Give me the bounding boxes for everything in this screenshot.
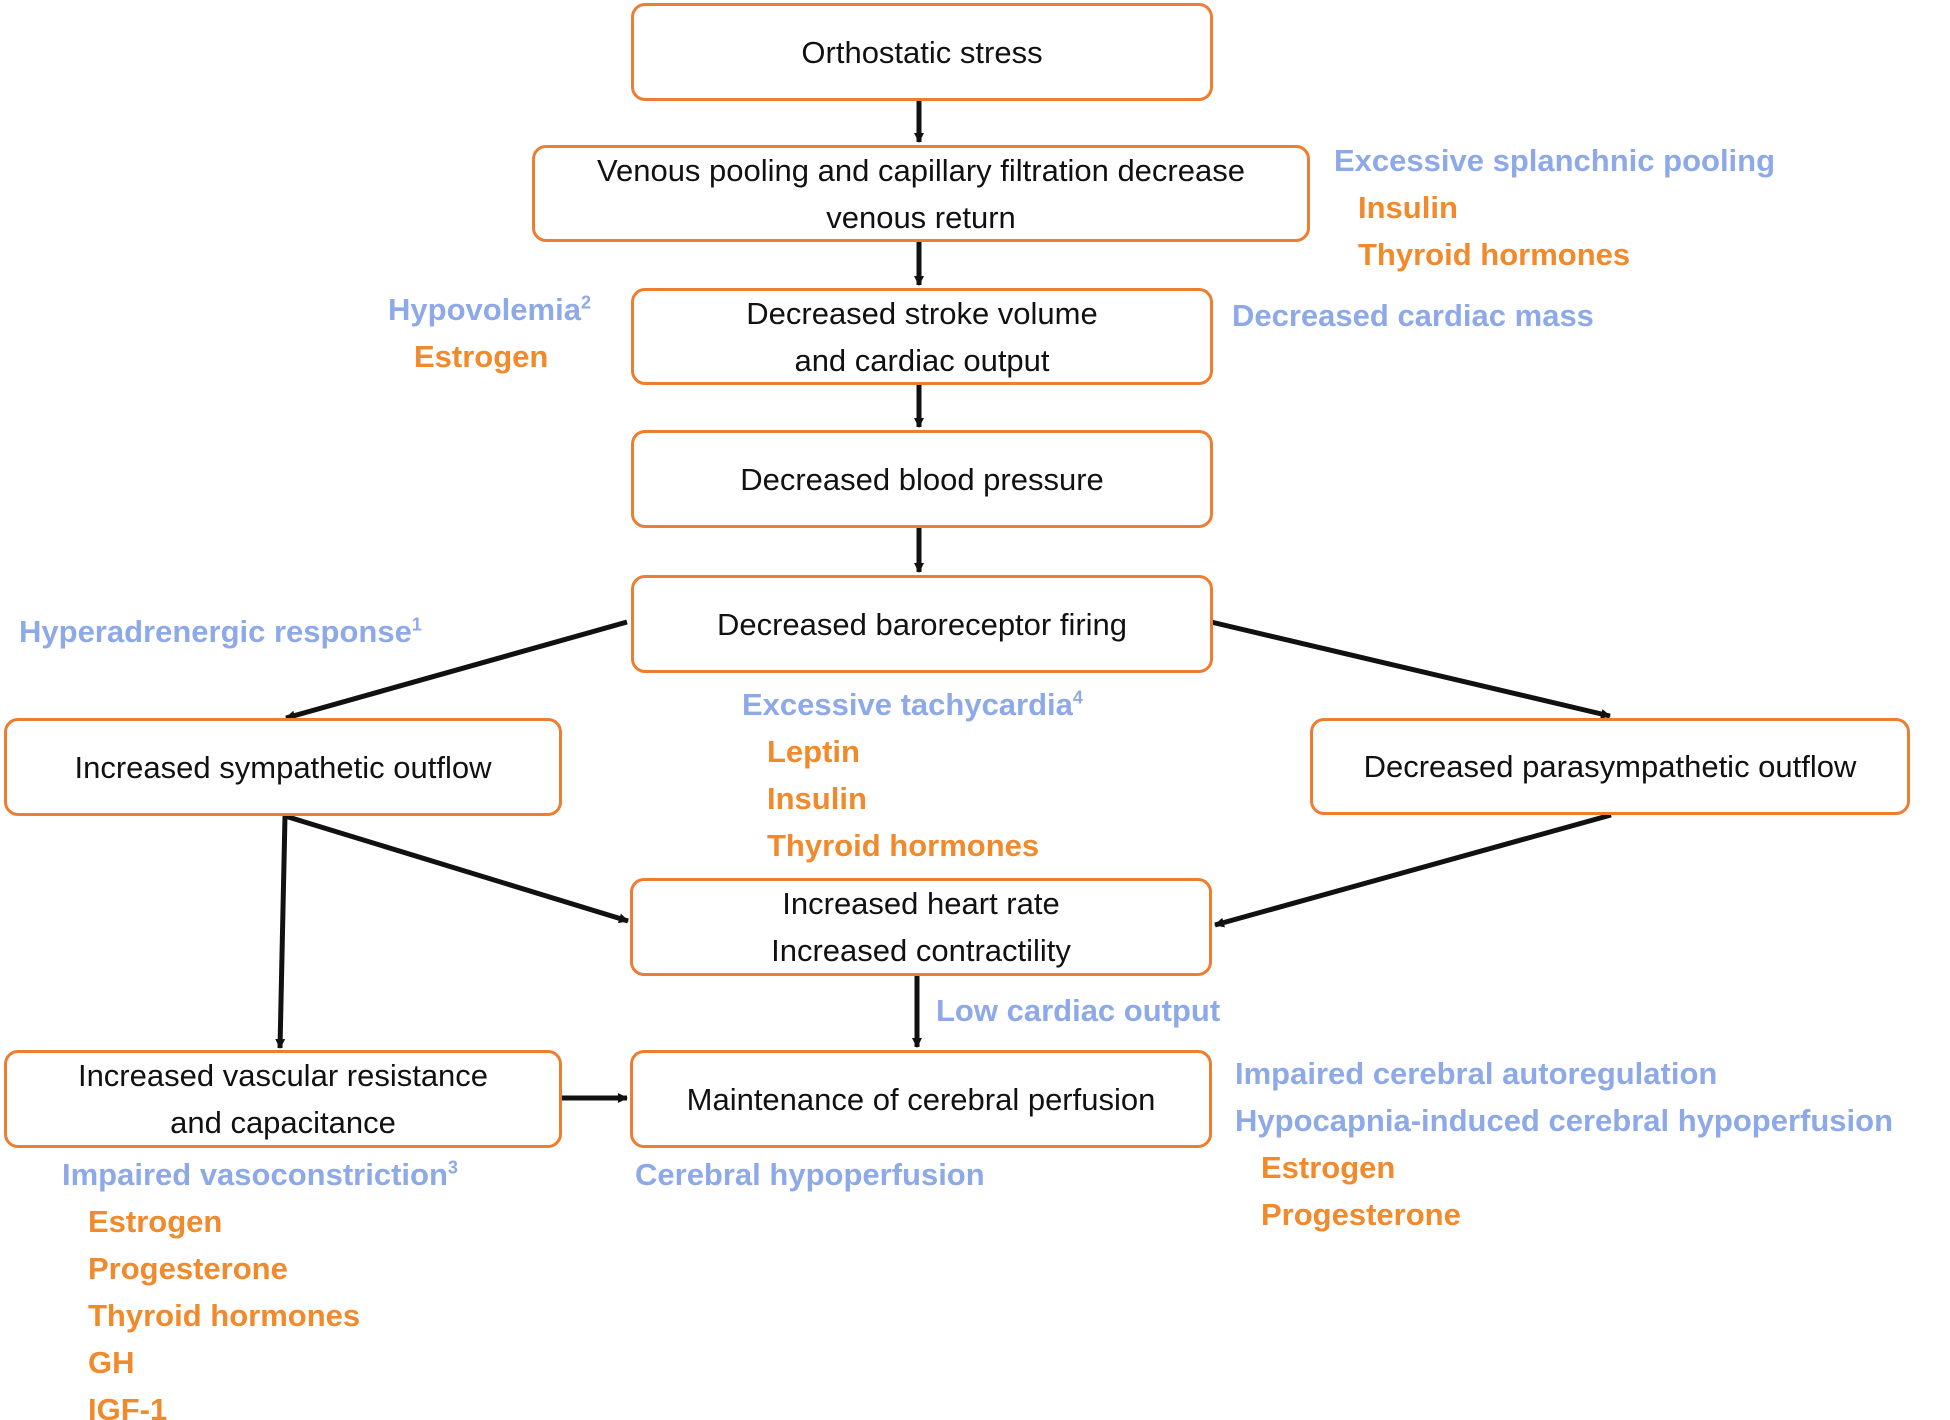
annotation-hyperadrenergic-text: Hyperadrenergic response	[19, 614, 412, 649]
box-decreased-parasympathetic: Decreased parasympathetic outflow	[1310, 718, 1910, 815]
arrow-baro-to-parasympathetic	[1210, 619, 1611, 719]
box-cerebral-perfusion: Maintenance of cerebral perfusion	[630, 1050, 1212, 1148]
arrow-sympathetic-to-vascular	[275, 815, 288, 1049]
box-decreased-blood-pressure: Decreased blood pressure	[631, 430, 1213, 528]
box-venous-pooling: Venous pooling and capillary filtration …	[532, 145, 1310, 242]
arrow-sympathetic-to-heart	[284, 813, 629, 924]
annotation-hypocapnia: Hypocapnia-induced cerebral hypoperfusio…	[1235, 1103, 1894, 1138]
annotation-splanchnic-group: Excessive splanchnic pooling Insulin Thy…	[1334, 137, 1775, 278]
annotation-vasoconstriction-superscript: 3	[447, 1157, 458, 1178]
annotation-vasoconstriction-hormone-thyroid: Thyroid hormones	[88, 1298, 361, 1333]
box-decreased-stroke-volume-line-2: and cardiac output	[794, 342, 1050, 378]
box-venous-pooling-line-2: venous return	[826, 199, 1016, 235]
annotation-vasoconstriction-text: Impaired vasoconstriction	[62, 1157, 448, 1192]
annotation-tachycardia-hormone-insulin: Insulin	[767, 781, 867, 816]
annotation-tachycardia-superscript: 4	[1072, 687, 1083, 708]
box-decreased-blood-pressure-label: Decreased blood pressure	[740, 461, 1104, 497]
annotation-cerebral-hormone-estrogen: Estrogen	[1261, 1150, 1396, 1185]
box-cerebral-perfusion-label: Maintenance of cerebral perfusion	[686, 1081, 1156, 1117]
annotation-vasoconstriction-hormone-progesterone: Progesterone	[88, 1251, 288, 1286]
box-decreased-baroreceptor: Decreased baroreceptor firing	[631, 575, 1213, 673]
annotation-hypovolemia-group: Hypovolemia2 Estrogen	[388, 286, 591, 380]
annotation-cerebral-hypoperfusion: Cerebral hypoperfusion	[635, 1157, 985, 1192]
arrow-baro-to-sympathetic	[285, 619, 628, 721]
box-increased-sympathetic: Increased sympathetic outflow	[4, 718, 562, 816]
box-decreased-stroke-volume-line-1: Decreased stroke volume	[746, 295, 1098, 331]
annotation-splanchnic-mechanism: Excessive splanchnic pooling	[1334, 143, 1776, 178]
annotation-tachycardia-hormone-leptin: Leptin	[767, 734, 860, 769]
annotation-tachycardia-text: Excessive tachycardia	[742, 687, 1073, 722]
annotation-impaired-autoregulation: Impaired cerebral autoregulation	[1235, 1056, 1718, 1091]
annotation-cerebral-autoregulation-group: Impaired cerebral autoregulation Hypocap…	[1235, 1050, 1893, 1238]
annotation-splanchnic-hormone-insulin: Insulin	[1358, 190, 1458, 225]
box-increased-sympathetic-label: Increased sympathetic outflow	[74, 749, 492, 785]
annotation-hyperadrenergic-superscript: 1	[411, 614, 422, 635]
box-increased-vascular-line-2: and capacitance	[170, 1105, 396, 1140]
annotation-splanchnic-hormone-thyroid: Thyroid hormones	[1358, 237, 1631, 272]
arrow-parasympathetic-to-heart	[1214, 812, 1612, 928]
box-increased-vascular: Increased vascular resistance and capaci…	[4, 1050, 562, 1148]
annotation-tachycardia-group: Excessive tachycardia4 Leptin Insulin Th…	[742, 681, 1083, 869]
annotation-hypovolemia-hormone-estrogen: Estrogen	[414, 339, 549, 374]
box-increased-vascular-line-1: Increased vascular resistance	[77, 1058, 489, 1093]
annotation-vasoconstriction-group: Impaired vasoconstriction3 Estrogen Prog…	[62, 1151, 458, 1420]
box-orthostatic-stress-label: Orthostatic stress	[801, 34, 1043, 70]
annotation-hyperadrenergic: Hyperadrenergic response1	[19, 608, 422, 655]
box-increased-heart-rate-line-2: Increased contractility	[771, 933, 1071, 968]
box-decreased-parasympathetic-label: Decreased parasympathetic outflow	[1363, 749, 1857, 784]
annotation-hypovolemia-superscript: 2	[580, 292, 591, 313]
annotation-tachycardia-hormone-thyroid: Thyroid hormones	[767, 828, 1040, 863]
box-decreased-stroke-volume: Decreased stroke volume and cardiac outp…	[631, 288, 1213, 385]
annotation-vasoconstriction-hormone-gh: GH	[88, 1345, 135, 1380]
box-increased-heart-rate-line-1: Increased heart rate	[782, 886, 1060, 921]
annotation-cardiac-mass: Decreased cardiac mass	[1232, 298, 1594, 333]
box-venous-pooling-line-1: Venous pooling and capillary filtration …	[597, 152, 1245, 188]
box-orthostatic-stress: Orthostatic stress	[631, 3, 1213, 101]
box-increased-heart-rate: Increased heart rate Increased contracti…	[630, 878, 1212, 976]
annotation-vasoconstriction-mechanism: Impaired vasoconstriction3	[62, 1151, 458, 1198]
box-decreased-baroreceptor-label: Decreased baroreceptor firing	[716, 606, 1128, 642]
annotation-tachycardia-mechanism: Excessive tachycardia4	[742, 681, 1083, 728]
annotation-hypovolemia-text: Hypovolemia	[388, 292, 581, 327]
annotation-vasoconstriction-hormone-igf1: IGF-1	[88, 1392, 168, 1420]
annotation-hypovolemia-mechanism: Hypovolemia2	[388, 286, 591, 333]
annotation-low-cardiac-output: Low cardiac output	[936, 993, 1221, 1028]
annotation-cerebral-hormone-progesterone: Progesterone	[1261, 1197, 1461, 1232]
annotation-vasoconstriction-hormone-estrogen: Estrogen	[88, 1204, 223, 1239]
